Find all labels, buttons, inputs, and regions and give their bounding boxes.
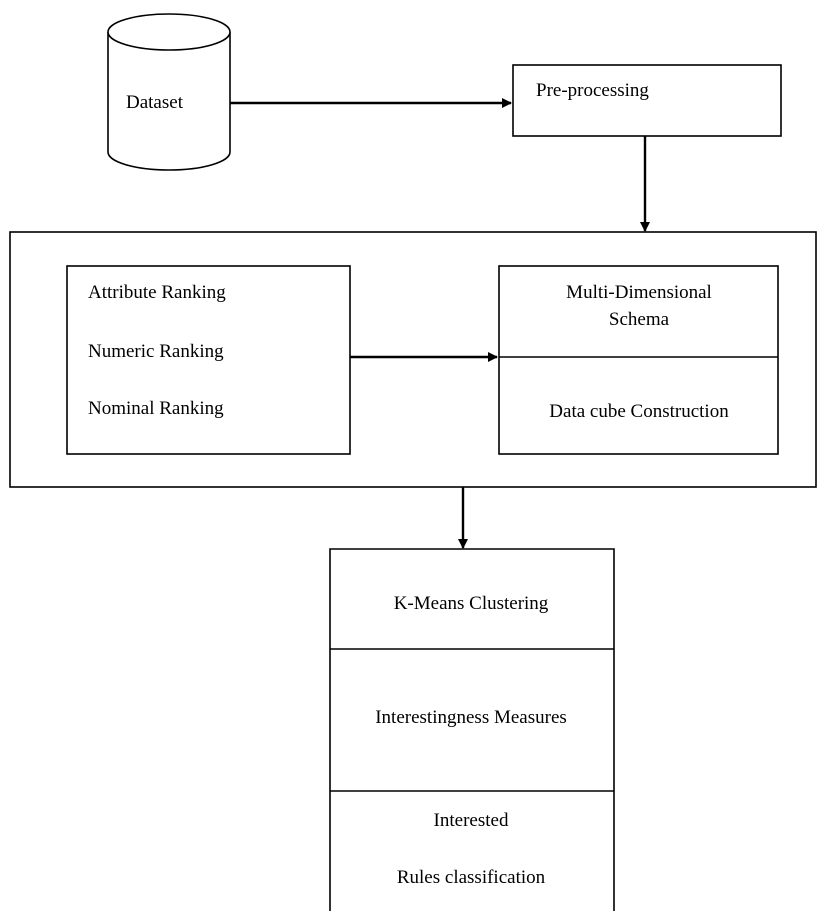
ranking-item-nominal: Nominal Ranking [88, 398, 224, 419]
schema-cube-label: Data cube Construction [549, 401, 729, 422]
rules-label-line2: Rules classification [396, 867, 546, 888]
preprocessing-box [512, 64, 782, 137]
schema-title-line2: Schema [608, 309, 670, 330]
ranking-panel [9, 231, 817, 488]
preprocessing-label: Pre-processing [536, 80, 649, 101]
dataset-cylinder [107, 13, 231, 171]
schema-box [498, 265, 779, 455]
schema-title-line1: Multi-Dimensional [566, 282, 712, 303]
pipeline-box [329, 548, 615, 911]
ranking-item-attribute: Attribute Ranking [88, 282, 226, 303]
ranking-box [66, 265, 351, 455]
rules-label-line1: Interested [433, 810, 509, 831]
clustering-label: K-Means Clustering [393, 593, 549, 614]
ranking-item-numeric: Numeric Ranking [88, 341, 224, 362]
measures-label: Interestingness Measures [375, 707, 567, 728]
dataset-label: Dataset [126, 92, 183, 113]
